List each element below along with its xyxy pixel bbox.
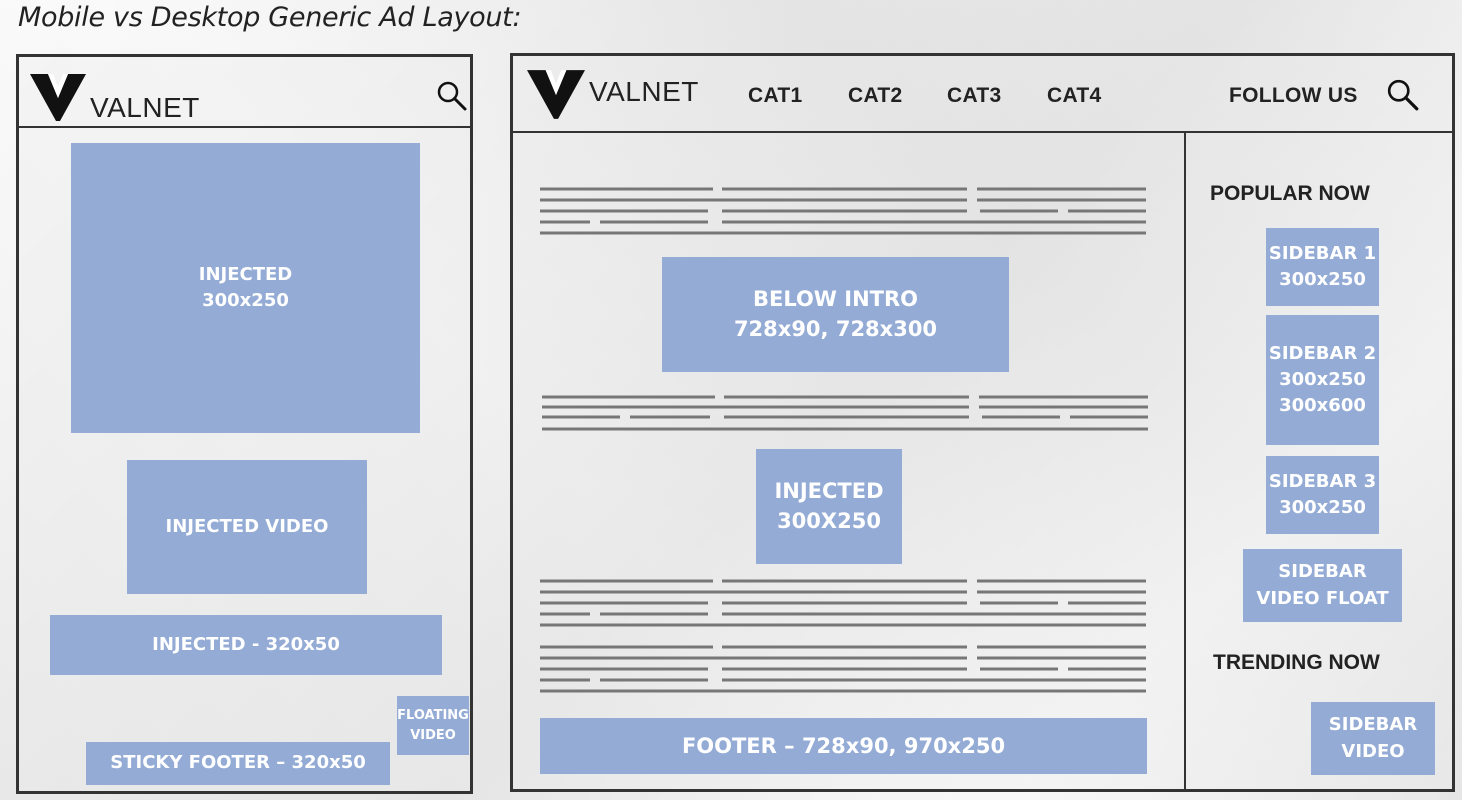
sidebar-ad-2-label: SIDEBAR 2: [1268, 342, 1377, 364]
text-placeholder-block-4: [540, 645, 1146, 693]
desktop-ad-injected-size: 300X250: [777, 508, 881, 533]
mobile-ad-sticky-footer-label: STICKY FOOTER – 320x50: [110, 752, 366, 774]
sidebar-ad-3-label: SIDEBAR 3: [1268, 470, 1377, 492]
desktop-header-divider: [512, 131, 1453, 133]
sidebar-ad-1: SIDEBAR 1 300x250: [1266, 228, 1379, 306]
sidebar-ad-3: SIDEBAR 3 300x250: [1266, 456, 1379, 534]
sidebar-ad-2: SIDEBAR 2 300x250 300x600: [1266, 315, 1379, 445]
mobile-ad-injected-label: INJECTED: [198, 263, 293, 285]
nav-cat2[interactable]: CAT2: [848, 84, 903, 107]
mobile-logo-text: VALNET: [90, 92, 200, 123]
mobile-ad-floating-video-line2: VIDEO: [410, 727, 456, 743]
mobile-ad-injected-size: 300x250: [202, 290, 289, 311]
mobile-ad-sticky-footer: STICKY FOOTER – 320x50: [86, 742, 390, 785]
sidebar-ad-video: SIDEBAR VIDEO: [1311, 702, 1435, 775]
mobile-ad-floating-video: FLOATING VIDEO: [397, 696, 469, 755]
mobile-ad-injected: INJECTED 300x250: [71, 143, 420, 433]
mobile-search-icon[interactable]: [436, 80, 468, 112]
desktop-ad-below-intro: BELOW INTRO 728x90, 728x300: [662, 257, 1009, 372]
sidebar-ad-video-float-line2: VIDEO FLOAT: [1256, 587, 1389, 609]
trending-now-heading: TRENDING NOW: [1213, 651, 1380, 674]
sidebar-ad-2-size2: 300x600: [1279, 395, 1366, 417]
valnet-logo-icon: [527, 70, 585, 119]
desktop-ad-below-intro-size: 728x90, 728x300: [733, 316, 938, 341]
sidebar-ad-3-size: 300x250: [1279, 497, 1366, 518]
text-placeholder-block-3: [540, 579, 1146, 627]
text-placeholder-block-2: [542, 395, 1148, 431]
nav-cat3[interactable]: CAT3: [947, 84, 1002, 107]
page-title: Mobile vs Desktop Generic Ad Layout:: [18, 2, 522, 33]
nav-follow-us[interactable]: FOLLOW US: [1229, 84, 1358, 107]
desktop-ad-footer: FOOTER – 728x90, 970x250: [540, 718, 1147, 774]
sidebar-ad-video-float-line1: SIDEBAR: [1278, 561, 1367, 583]
sidebar-ad-video-line2: VIDEO: [1341, 740, 1405, 762]
mobile-header-divider: [18, 126, 471, 128]
nav-cat4[interactable]: CAT4: [1047, 84, 1102, 107]
popular-now-heading: POPULAR NOW: [1210, 182, 1370, 205]
nav-cat1[interactable]: CAT1: [748, 84, 803, 107]
text-placeholder-block-1: [540, 187, 1146, 235]
desktop-ad-injected: INJECTED 300X250: [756, 449, 902, 564]
mobile-logo: VALNET: [30, 70, 200, 124]
mobile-ad-injected-video-label: INJECTED VIDEO: [165, 515, 329, 537]
desktop-sidebar-divider: [1184, 133, 1186, 790]
sidebar-ad-2-size1: 300x250: [1279, 368, 1366, 390]
desktop-ad-injected-label: INJECTED: [774, 479, 884, 504]
desktop-logo: VALNET: [527, 68, 699, 120]
sidebar-ad-1-size: 300x250: [1279, 269, 1366, 290]
desktop-search-icon[interactable]: [1386, 78, 1420, 112]
mobile-ad-injected-video: INJECTED VIDEO: [127, 460, 367, 594]
desktop-ad-below-intro-label: BELOW INTRO: [752, 287, 919, 312]
valnet-logo-icon: [30, 74, 86, 121]
mobile-ad-injected-320-label: INJECTED - 320x50: [152, 633, 340, 655]
mobile-ad-injected-320: INJECTED - 320x50: [50, 615, 442, 675]
sidebar-ad-1-label: SIDEBAR 1: [1268, 242, 1377, 264]
sidebar-ad-video-float: SIDEBAR VIDEO FLOAT: [1243, 549, 1402, 622]
desktop-logo-text: VALNET: [589, 76, 699, 107]
sidebar-ad-video-line1: SIDEBAR: [1328, 714, 1418, 736]
desktop-ad-footer-label: FOOTER – 728x90, 970x250: [681, 733, 1006, 758]
mobile-ad-floating-video-line1: FLOATING: [397, 708, 469, 723]
